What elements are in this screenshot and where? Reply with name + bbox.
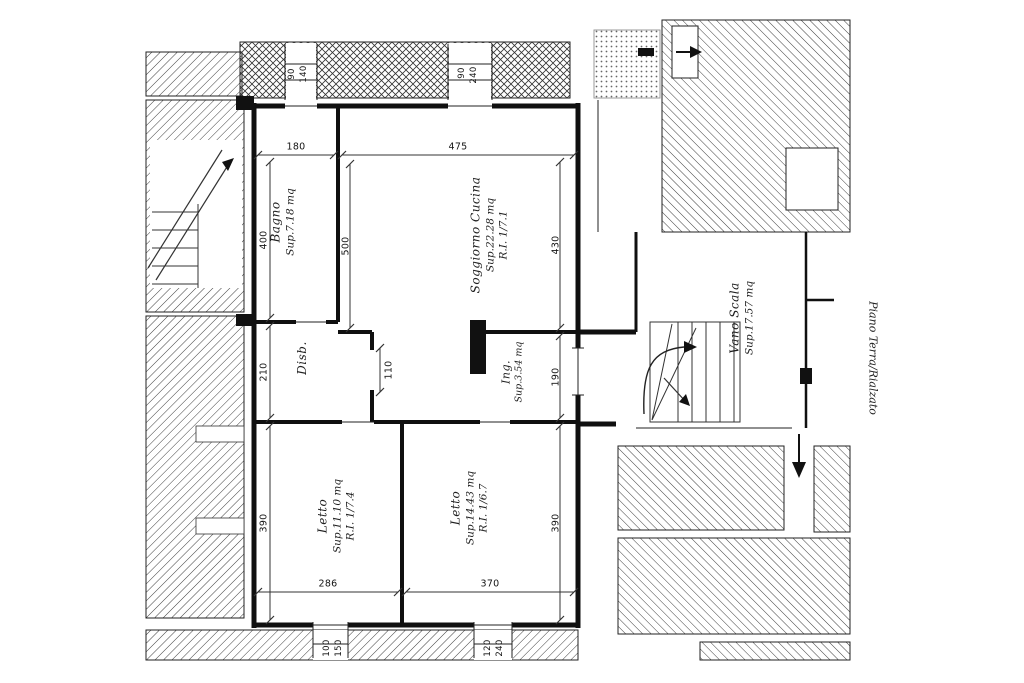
dim-disb-height: 210 bbox=[258, 362, 270, 382]
sheet-title: Piano Terra/Rialzato bbox=[866, 301, 880, 415]
dim-door-letto2-h: 240 bbox=[495, 639, 505, 657]
dim-door-letto2-w: 120 bbox=[483, 639, 493, 657]
dim-soggiorno-height-left: 500 bbox=[340, 236, 352, 256]
neighbor-stair bbox=[147, 149, 234, 288]
dim-ing-height: 190 bbox=[550, 367, 562, 387]
stair-up-arrow-icon bbox=[684, 341, 697, 353]
room-label-letto-1: Letto Sup.11.10 mq R.I. 1/7.4 bbox=[315, 478, 357, 554]
dim-window-bagno-h: 140 bbox=[299, 65, 309, 83]
room-label-bagno: Bagno Sup.7.18 mq bbox=[268, 188, 296, 256]
dim-letto2-height: 390 bbox=[550, 513, 562, 533]
apartment-walls bbox=[236, 96, 834, 628]
dimension-lines bbox=[253, 150, 579, 625]
dim-soggiorno-height-right: 430 bbox=[550, 235, 562, 255]
neighbor-stair-arrow-icon bbox=[222, 158, 234, 171]
dim-window-bagno-w: 90 bbox=[287, 68, 297, 80]
dim-door-soggiorno-w: 90 bbox=[457, 67, 467, 79]
dim-door-soggiorno-h: 240 bbox=[469, 66, 479, 84]
wall-pier bbox=[470, 320, 486, 374]
dim-letto2-width: 370 bbox=[480, 578, 500, 590]
access-arrows bbox=[638, 46, 806, 478]
entrance-arrow-icon bbox=[690, 46, 702, 58]
dim-letto1-width: 286 bbox=[318, 578, 338, 590]
dim-window-letto1-w: 100 bbox=[322, 639, 332, 657]
room-label-disimpegno: Disb. bbox=[295, 341, 310, 375]
dim-bagno-width: 180 bbox=[286, 141, 306, 153]
room-label-ingresso: Ing. Sup.3.54 mq bbox=[499, 341, 525, 403]
room-label-vano-scala: Vano Scala Sup.17.57 mq bbox=[727, 280, 755, 356]
exit-down-arrow-icon bbox=[792, 462, 806, 478]
room-label-soggiorno-cucina: Soggiorno Cucina Sup.22.28 mq R.I. 1/7.1 bbox=[468, 176, 510, 294]
dim-disb-door: 110 bbox=[383, 360, 395, 380]
dim-bagno-height: 400 bbox=[258, 230, 270, 250]
dim-window-letto1-h: 150 bbox=[334, 639, 344, 657]
openings-jambs bbox=[284, 44, 792, 658]
stair-up-path bbox=[643, 346, 685, 415]
room-label-letto-2: Letto Sup.14.43 mq R.I. 1/6.7 bbox=[448, 470, 490, 546]
dim-soggiorno-width: 475 bbox=[448, 141, 468, 153]
stairwell-stairs bbox=[643, 321, 741, 423]
stair-down-arrow-icon bbox=[679, 394, 690, 406]
dim-letto1-height: 390 bbox=[258, 513, 270, 533]
